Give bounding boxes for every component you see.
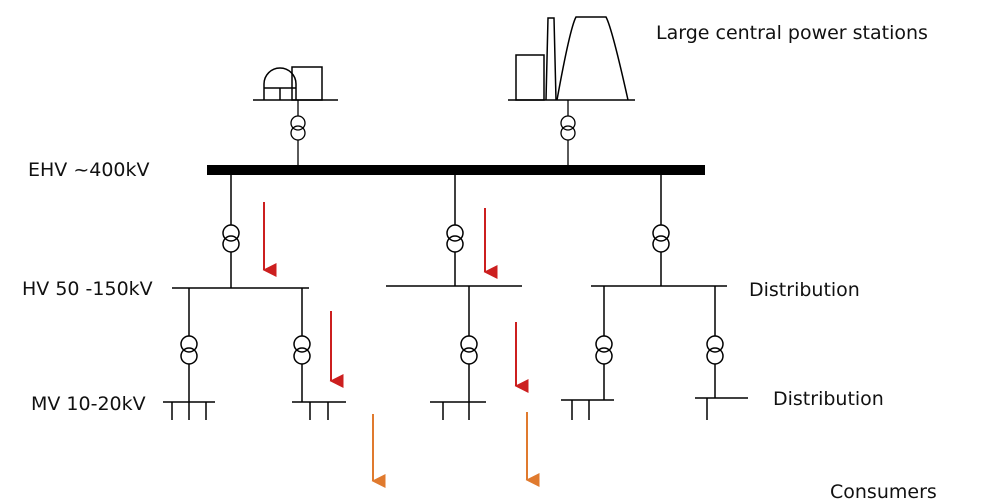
flow-arrows xyxy=(262,202,529,393)
mv-label: MV 10-20kV xyxy=(31,393,146,415)
power-station-cooling-tower xyxy=(508,16,635,101)
power-station-dome xyxy=(253,66,338,101)
hv-network xyxy=(172,175,727,289)
ehv-label: EHV ~400kV xyxy=(28,159,150,181)
ehv-busbar xyxy=(207,165,705,175)
mv-network xyxy=(163,286,748,420)
distribution-hv-label: Distribution xyxy=(749,279,860,301)
distribution-mv-label: Distribution xyxy=(773,388,884,410)
stations-label: Large central power stations xyxy=(656,22,928,44)
hv-label: HV 50 -150kV xyxy=(22,278,153,300)
consumers-label: Consumers xyxy=(830,481,937,503)
station-transformers xyxy=(290,100,576,165)
consumer-arrows xyxy=(371,412,540,488)
